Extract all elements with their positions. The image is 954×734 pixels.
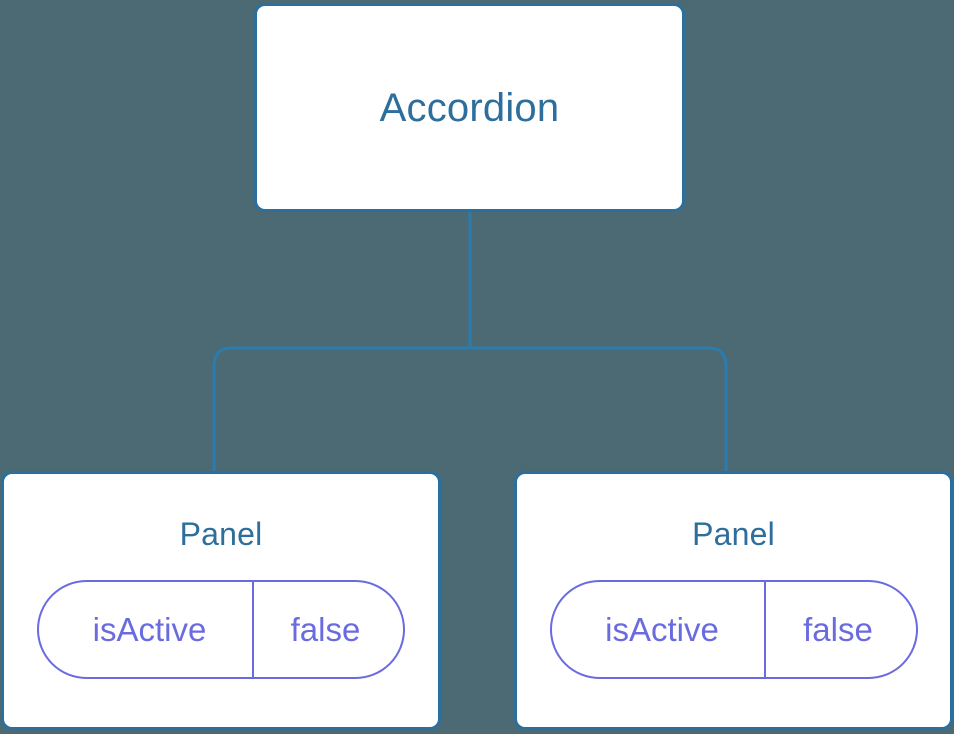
node-accordion-title: Accordion bbox=[379, 85, 560, 130]
node-panel-right[interactable]: Panel isActive false bbox=[514, 471, 953, 730]
prop-pill-divider bbox=[764, 582, 767, 677]
prop-pill-divider bbox=[251, 582, 254, 677]
panel-left-prop-value: false bbox=[290, 611, 361, 648]
panel-right-prop-key: isActive bbox=[605, 611, 719, 648]
panel-left-prop-key: isActive bbox=[92, 611, 207, 648]
panel-right-content: Panel isActive false bbox=[517, 474, 950, 727]
connector-branch-left bbox=[212, 346, 470, 474]
node-panel-left[interactable]: Panel isActive false bbox=[1, 471, 441, 730]
node-panel-left-title: Panel bbox=[179, 516, 263, 552]
panel-left-content: Panel isActive false bbox=[4, 474, 438, 727]
node-accordion[interactable]: Accordion bbox=[254, 3, 685, 212]
panel-right-prop-pill[interactable]: isActive false bbox=[549, 580, 918, 679]
panel-left-prop-pill[interactable]: isActive false bbox=[37, 580, 405, 679]
connector-branch-right bbox=[470, 346, 728, 474]
panel-right-prop-value: false bbox=[803, 611, 873, 648]
node-panel-right-title: Panel bbox=[692, 516, 775, 552]
